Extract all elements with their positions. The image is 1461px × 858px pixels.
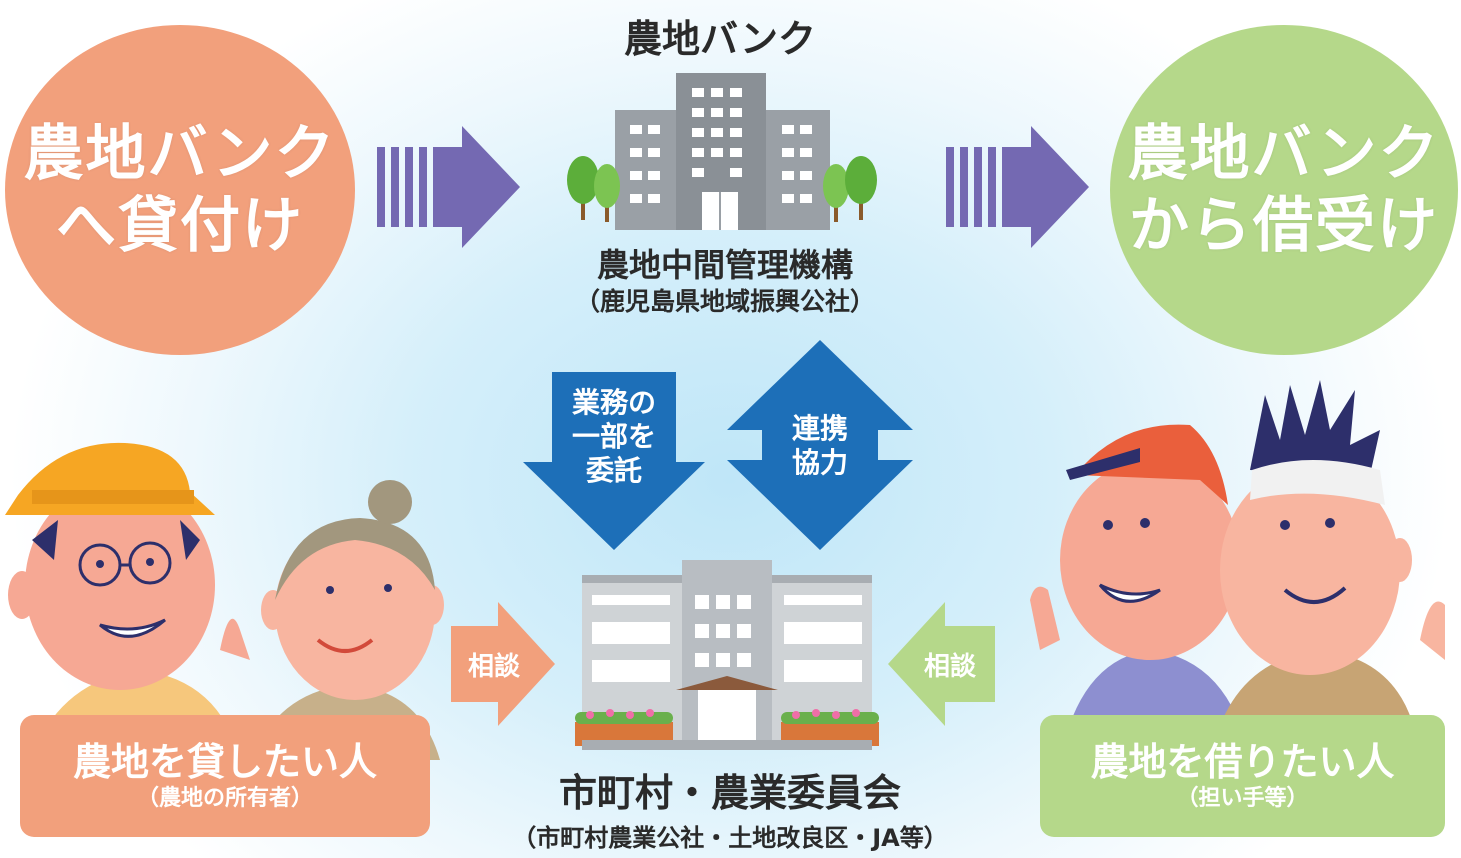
intermediary-org-name: 農地中間管理機構 xyxy=(596,246,853,284)
borrower-sub: （担い手等） xyxy=(1176,786,1309,811)
young-man-towel-illustration xyxy=(1210,380,1445,760)
delegate-line1: 業務の xyxy=(571,386,656,419)
diagram-title: 農地バンク xyxy=(624,17,816,61)
elderly-man-illustration xyxy=(5,442,250,760)
borrow-from-bank-circle: 農地バンク から借受け xyxy=(1110,25,1458,355)
cooperation-line1: 連携 xyxy=(791,412,848,445)
young-man-cap-illustration xyxy=(1030,424,1250,760)
delegate-line3: 委託 xyxy=(585,454,642,487)
office-building-icon xyxy=(615,73,830,230)
borrower-box: 農地を借りたい人 （担い手等） xyxy=(1040,715,1445,837)
tree-icon xyxy=(567,156,877,222)
consult-arrow-left xyxy=(451,602,555,726)
lend-circle-line1: 農地バンク xyxy=(23,119,337,189)
flow-arrow-right xyxy=(946,126,1089,248)
lend-circle-line2: へ貸付け xyxy=(56,191,304,261)
delegate-arrow xyxy=(523,372,705,550)
borrow-circle-line2: から借受け xyxy=(1129,191,1439,261)
intermediary-org-sub: （鹿児島県地域振興公社） xyxy=(574,287,875,316)
municipal-org-sub: （市町村農業公社・土地改良区・JA等） xyxy=(512,824,948,852)
consult-label-right: 相談 xyxy=(923,652,976,682)
cooperation-line2: 協力 xyxy=(791,446,848,479)
municipal-building-icon xyxy=(575,560,879,750)
delegate-arrow-label: 業務の 一部を 委託 xyxy=(552,386,676,488)
borrower-title: 農地を借りたい人 xyxy=(1090,740,1395,784)
lender-title: 農地を貸したい人 xyxy=(72,740,377,784)
borrow-circle-line1: 農地バンク xyxy=(1127,119,1441,189)
cooperation-arrow-label: 連携 協力 xyxy=(762,412,878,480)
lender-box: 農地を貸したい人 （農地の所有者） xyxy=(20,715,430,837)
delegate-line2: 一部を xyxy=(571,420,656,453)
lend-to-bank-circle: 農地バンク へ貸付け xyxy=(5,25,355,355)
flow-arrow-left xyxy=(377,126,520,248)
municipal-org-name: 市町村・農業委員会 xyxy=(558,771,901,815)
consult-label-left: 相談 xyxy=(467,652,520,682)
lender-sub: （農地の所有者） xyxy=(136,786,313,811)
consult-arrow-right xyxy=(888,602,995,726)
cooperation-arrow xyxy=(727,340,913,550)
